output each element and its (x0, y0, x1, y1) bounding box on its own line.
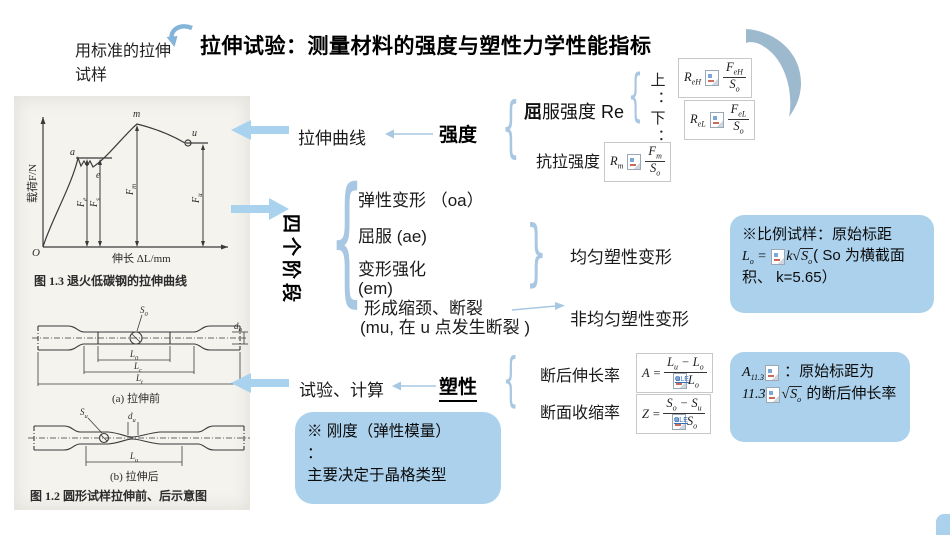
proportional-specimen-box: ※比例试样：原始标距 Lo = k√So( So 为横截面积、 k=5.65） (730, 215, 934, 313)
x-axis-label: 伸长 ΔL/mm (112, 252, 171, 265)
ole-broken-object-icon (627, 153, 642, 170)
stages-brace: { (330, 158, 364, 321)
stiffness-line3: 主要决定于晶格类型 (307, 467, 447, 484)
standard-specimen-note: 用标准的拉伸试样 (75, 43, 172, 84)
svg-text:Lc: Lc (133, 361, 142, 374)
fig12b-caption: (b) 拉伸后 (110, 469, 159, 483)
elongation-label: 断后伸长率 (540, 368, 621, 385)
svg-text:Fm: Fm (125, 184, 138, 196)
svg-text:d0: d0 (234, 321, 243, 334)
svg-text:Fs: Fs (89, 198, 102, 208)
point-u-label: u (192, 128, 197, 139)
fig13-caption: 图 1.3 退火低碳钢的拉伸曲线 (34, 273, 187, 288)
thick-left-arrow (231, 120, 289, 140)
svg-text:Lu: Lu (129, 451, 139, 464)
fig12a-caption: (a) 拉伸前 (112, 391, 160, 405)
svg-text:Fu: Fu (191, 193, 204, 204)
thin-left-arrow-2 (392, 381, 436, 391)
thick-left-arrow-2 (231, 373, 289, 393)
stage-necking: 形成缩颈、断裂 (364, 299, 483, 318)
point-m-label: m (133, 109, 140, 120)
svg-text:Su: Su (80, 407, 89, 420)
yield-brace: { (628, 63, 643, 128)
corner-blue-box (936, 514, 950, 535)
fig12-caption: 图 1.2 圆形试样拉伸前、后示意图 (30, 488, 207, 503)
stiffness-box: ※ 刚度（弹性模量） ： 主要决定于晶格类型 (295, 412, 501, 504)
l0-formula-chip: Lo = k√So (742, 248, 814, 267)
thin-left-arrow (385, 129, 433, 139)
stage-yield: 屈服 (ae) (358, 227, 427, 246)
uniform-deformation-label: 均匀塑性变形 (570, 248, 672, 267)
a113-text-post: 的断后伸长率 (802, 385, 897, 403)
yield-strength-label: 屈服强度 Re (524, 102, 625, 122)
strength-label: 强度 (439, 125, 478, 146)
four-stages-label: 四个阶段 (280, 214, 301, 307)
point-e-label: e (96, 170, 101, 181)
ole-broken-object-icon (771, 249, 786, 266)
svg-text:Lt: Lt (135, 373, 143, 386)
svg-text:S0: S0 (140, 305, 149, 318)
a113-formula-chip: A11.3 (742, 364, 780, 382)
upper-lower-label: 上：下： (648, 72, 666, 148)
proportional-text-pre: ※比例试样：原始标距 (742, 226, 893, 243)
ole-broken-object-icon (709, 111, 724, 128)
thin-right-arrow (512, 302, 565, 311)
strength-brace: { (502, 88, 520, 165)
stiffness-line2: ： (307, 445, 323, 462)
a113-text-mid: ：原始标距为 (779, 363, 875, 380)
svg-text:Fe: Fe (76, 198, 89, 208)
plasticity-brace: { (503, 345, 519, 413)
loop-arrow-icon (166, 24, 193, 47)
stage-elastic: 弹性变形 （oa） (358, 191, 484, 210)
reduction-label: 断面收缩率 (540, 405, 621, 422)
curved-arrow-icon (746, 29, 802, 117)
nonuniform-deformation-label: 非均匀塑性变形 (570, 310, 689, 329)
tensile-curve-label: 拉伸曲线 (298, 129, 366, 148)
proportional-text-post: ( So 为横截面积、 k=5.65） (742, 247, 905, 287)
slide-title: 拉伸试验：测量材料的强度与塑性力学性能指标 (200, 35, 652, 58)
ole-broken-object-icon (704, 69, 719, 86)
y-axis-label: 载荷F/N (26, 164, 39, 203)
plasticity-label: 塑性 (439, 372, 478, 402)
tensile-curve-figure: a e m u O Fe Fs Fm Fu 载荷F/N 伸长 ΔL/mm 图 1… (26, 109, 228, 288)
stage-necking-note: (mu, 在 u 点发生断裂 ) (360, 318, 531, 337)
tensile-strength-label: 抗拉强度 (536, 154, 601, 171)
origin-label: O (32, 247, 40, 259)
s113-formula-chip: 11.3√So (742, 386, 803, 404)
svg-text:du: du (128, 411, 137, 424)
stage-hardening-note: (em) (358, 279, 393, 298)
a113-box: A11.3 ：原始标距为 11.3√So 的断后伸长率 (730, 352, 910, 442)
svg-text:L0: L0 (129, 349, 139, 362)
uniform-brace: } (526, 210, 547, 294)
stage-hardening: 变形强化 (358, 260, 426, 279)
ole-broken-object-icon (764, 364, 779, 381)
stiffness-line1: ※ 刚度（弹性模量） (307, 423, 451, 440)
scanned-textbook-region (14, 96, 250, 510)
point-a-label: a (70, 147, 75, 158)
ole-broken-object-icon: OLE (672, 373, 689, 390)
ole-broken-object-icon: OLE (671, 414, 688, 431)
ole-broken-object-icon (766, 386, 781, 403)
test-calc-label: 试验、计算 (299, 381, 384, 400)
specimen-figure: S0 d0 L0 Lc Lt Su du Lu (a) 拉伸前 (b) 拉伸后 … (28, 305, 250, 503)
thick-right-arrow (231, 198, 289, 220)
